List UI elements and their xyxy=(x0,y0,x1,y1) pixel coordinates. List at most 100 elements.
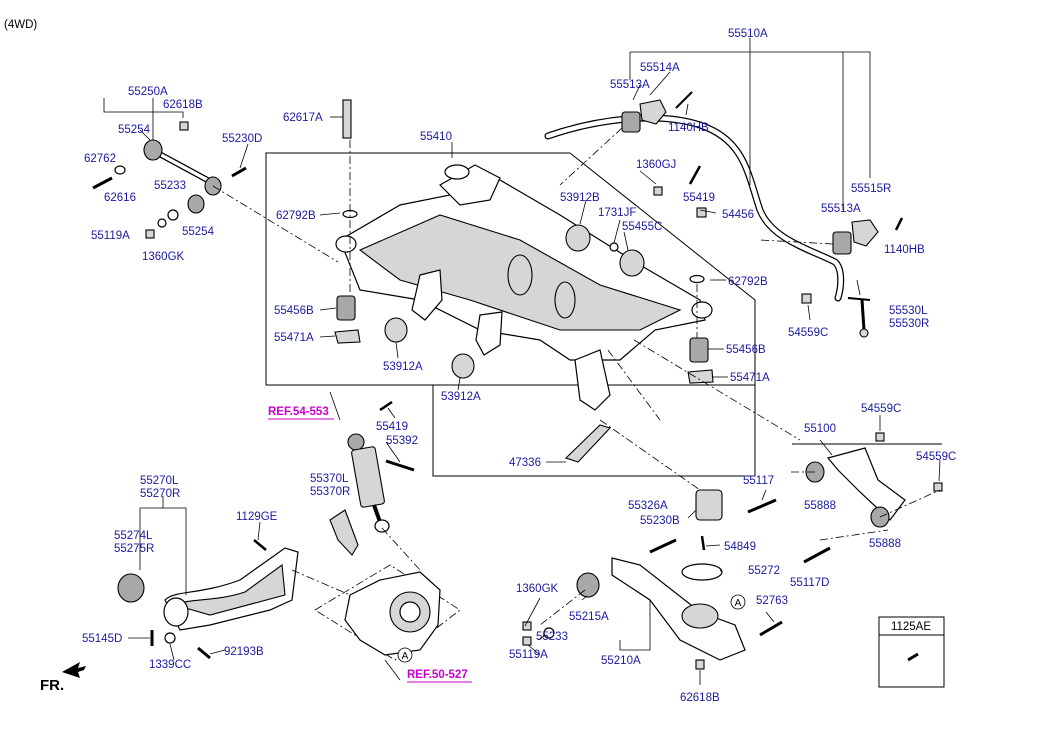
label-54559c-a: 54559C xyxy=(788,327,828,339)
bushing-53912b xyxy=(565,224,591,252)
bushing-55274l xyxy=(117,573,145,603)
label-54849: 54849 xyxy=(724,541,756,553)
label-55275r: 55275R xyxy=(114,543,154,555)
legend-box xyxy=(878,616,945,688)
front-arrow-icon xyxy=(62,662,86,678)
label-55254-bot: 55254 xyxy=(182,226,215,238)
label-1731jf: 1731JF xyxy=(598,207,636,219)
bushing-55456b-right xyxy=(689,337,709,363)
label-55145d: 55145D xyxy=(82,633,122,645)
part-labels: 55510A 55514A 55513A 1140HB 55250A 62618… xyxy=(82,28,956,704)
reference-knuckle[interactable]: REF.50-527 xyxy=(407,669,468,681)
label-55270r: 55270R xyxy=(140,488,180,500)
variant-label: (4WD) xyxy=(4,19,37,31)
nut-62618b-bot xyxy=(695,659,705,670)
label-55530l: 55530L xyxy=(889,305,928,317)
circle-mark-a-right-text: A xyxy=(735,598,742,609)
washer-55233-top xyxy=(167,209,179,221)
label-54456: 54456 xyxy=(722,209,754,221)
label-55515r: 55515R xyxy=(851,183,891,195)
label-92193b: 92193B xyxy=(224,646,264,658)
label-54559c-b: 54559C xyxy=(861,403,901,415)
nut-62618b-top xyxy=(179,121,189,131)
bushing-55456b-left xyxy=(336,295,356,321)
label-55471a-left: 55471A xyxy=(274,332,314,344)
leader-lines xyxy=(103,38,941,685)
label-62618b-bot: 62618B xyxy=(680,692,720,704)
label-55456b-right: 55456B xyxy=(726,344,766,356)
nut-1360gj xyxy=(653,186,663,196)
crossmember-lower-box xyxy=(432,384,756,477)
bolt-92193b xyxy=(197,646,211,660)
washer-1731jf xyxy=(609,242,619,252)
trailing-arm-55270 xyxy=(163,547,299,631)
nut-55119a-top xyxy=(145,229,155,239)
crossmember-group-box xyxy=(265,152,756,386)
label-1339cc: 1339CC xyxy=(149,659,191,671)
nut-54456 xyxy=(696,207,707,218)
label-54559c-c: 54559C xyxy=(916,451,956,463)
bolt-62762 xyxy=(92,176,113,190)
mount-62792b-right xyxy=(691,301,713,319)
bolt-55117 xyxy=(747,498,777,514)
label-47336: 47336 xyxy=(509,457,541,469)
label-55274l: 55274L xyxy=(114,530,153,542)
label-55419-top: 55419 xyxy=(683,192,715,204)
stabilizer-link-ball xyxy=(859,328,869,338)
mount-62792b-left xyxy=(335,235,357,253)
label-62762: 62762 xyxy=(84,153,116,165)
nut-55119a-bot xyxy=(522,636,532,646)
bolt-54849 xyxy=(700,535,706,551)
spring-seat-55272 xyxy=(681,563,723,581)
label-62618b-top: 62618B xyxy=(163,99,203,111)
lower-arm-55100 xyxy=(805,447,906,528)
reference-shock[interactable]: REF.54-553 xyxy=(268,406,329,418)
label-1360gk-top: 1360GK xyxy=(142,251,185,263)
label-53912b: 53912B xyxy=(560,192,600,204)
shock-bracket xyxy=(329,509,359,556)
label-62792b-right: 62792B xyxy=(728,276,768,288)
label-55370l: 55370L xyxy=(310,473,349,485)
label-55215a: 55215A xyxy=(569,611,609,623)
bolt-55392 xyxy=(385,459,415,472)
construction-lines xyxy=(212,127,941,626)
label-55888-b: 55888 xyxy=(869,538,901,550)
nut-54559c-b xyxy=(875,432,885,442)
bushing-bracket-right xyxy=(851,219,879,247)
bolt-62617a xyxy=(342,99,352,139)
stabilizer-link-rod xyxy=(860,299,866,331)
label-52763: 52763 xyxy=(756,595,788,607)
nut-1339cc xyxy=(164,632,176,644)
label-55419-mid: 55419 xyxy=(376,421,408,433)
label-1360gj: 1360GJ xyxy=(636,159,676,171)
nut-54559c-c xyxy=(933,482,943,492)
bolt-1140hb-right xyxy=(894,217,904,231)
label-55530r: 55530R xyxy=(889,318,929,330)
label-55210a: 55210A xyxy=(601,655,641,667)
bushing-bracket-top xyxy=(639,99,667,125)
label-55510a: 55510A xyxy=(728,28,768,40)
nut-1360gk-bot xyxy=(522,621,532,631)
stabilizer-bushing-right xyxy=(832,231,852,255)
washer-62616 xyxy=(114,165,126,175)
label-55233-bot: 55233 xyxy=(536,631,568,643)
bushing-53912a-mid xyxy=(451,353,475,379)
label-55455c: 55455C xyxy=(622,221,662,233)
label-55370r: 55370R xyxy=(310,486,350,498)
label-55233-top: 55233 xyxy=(154,180,186,192)
bushing-55455c xyxy=(619,249,645,277)
bolt-55230d xyxy=(231,166,247,178)
lower-control-arm-55210a xyxy=(576,557,746,661)
circle-mark-a-right xyxy=(730,594,746,610)
bushing-55254-bot xyxy=(187,194,205,214)
label-55250a: 55250A xyxy=(128,86,168,98)
circle-mark-a-left-text: A xyxy=(402,651,409,662)
stopper-55471a-left xyxy=(334,329,361,344)
label-55117: 55117 xyxy=(743,475,774,487)
washer-55233-bot xyxy=(543,627,555,639)
bolt-55419-top xyxy=(688,165,702,185)
label-55230d: 55230D xyxy=(222,133,262,145)
label-55254-top: 55254 xyxy=(118,124,151,136)
